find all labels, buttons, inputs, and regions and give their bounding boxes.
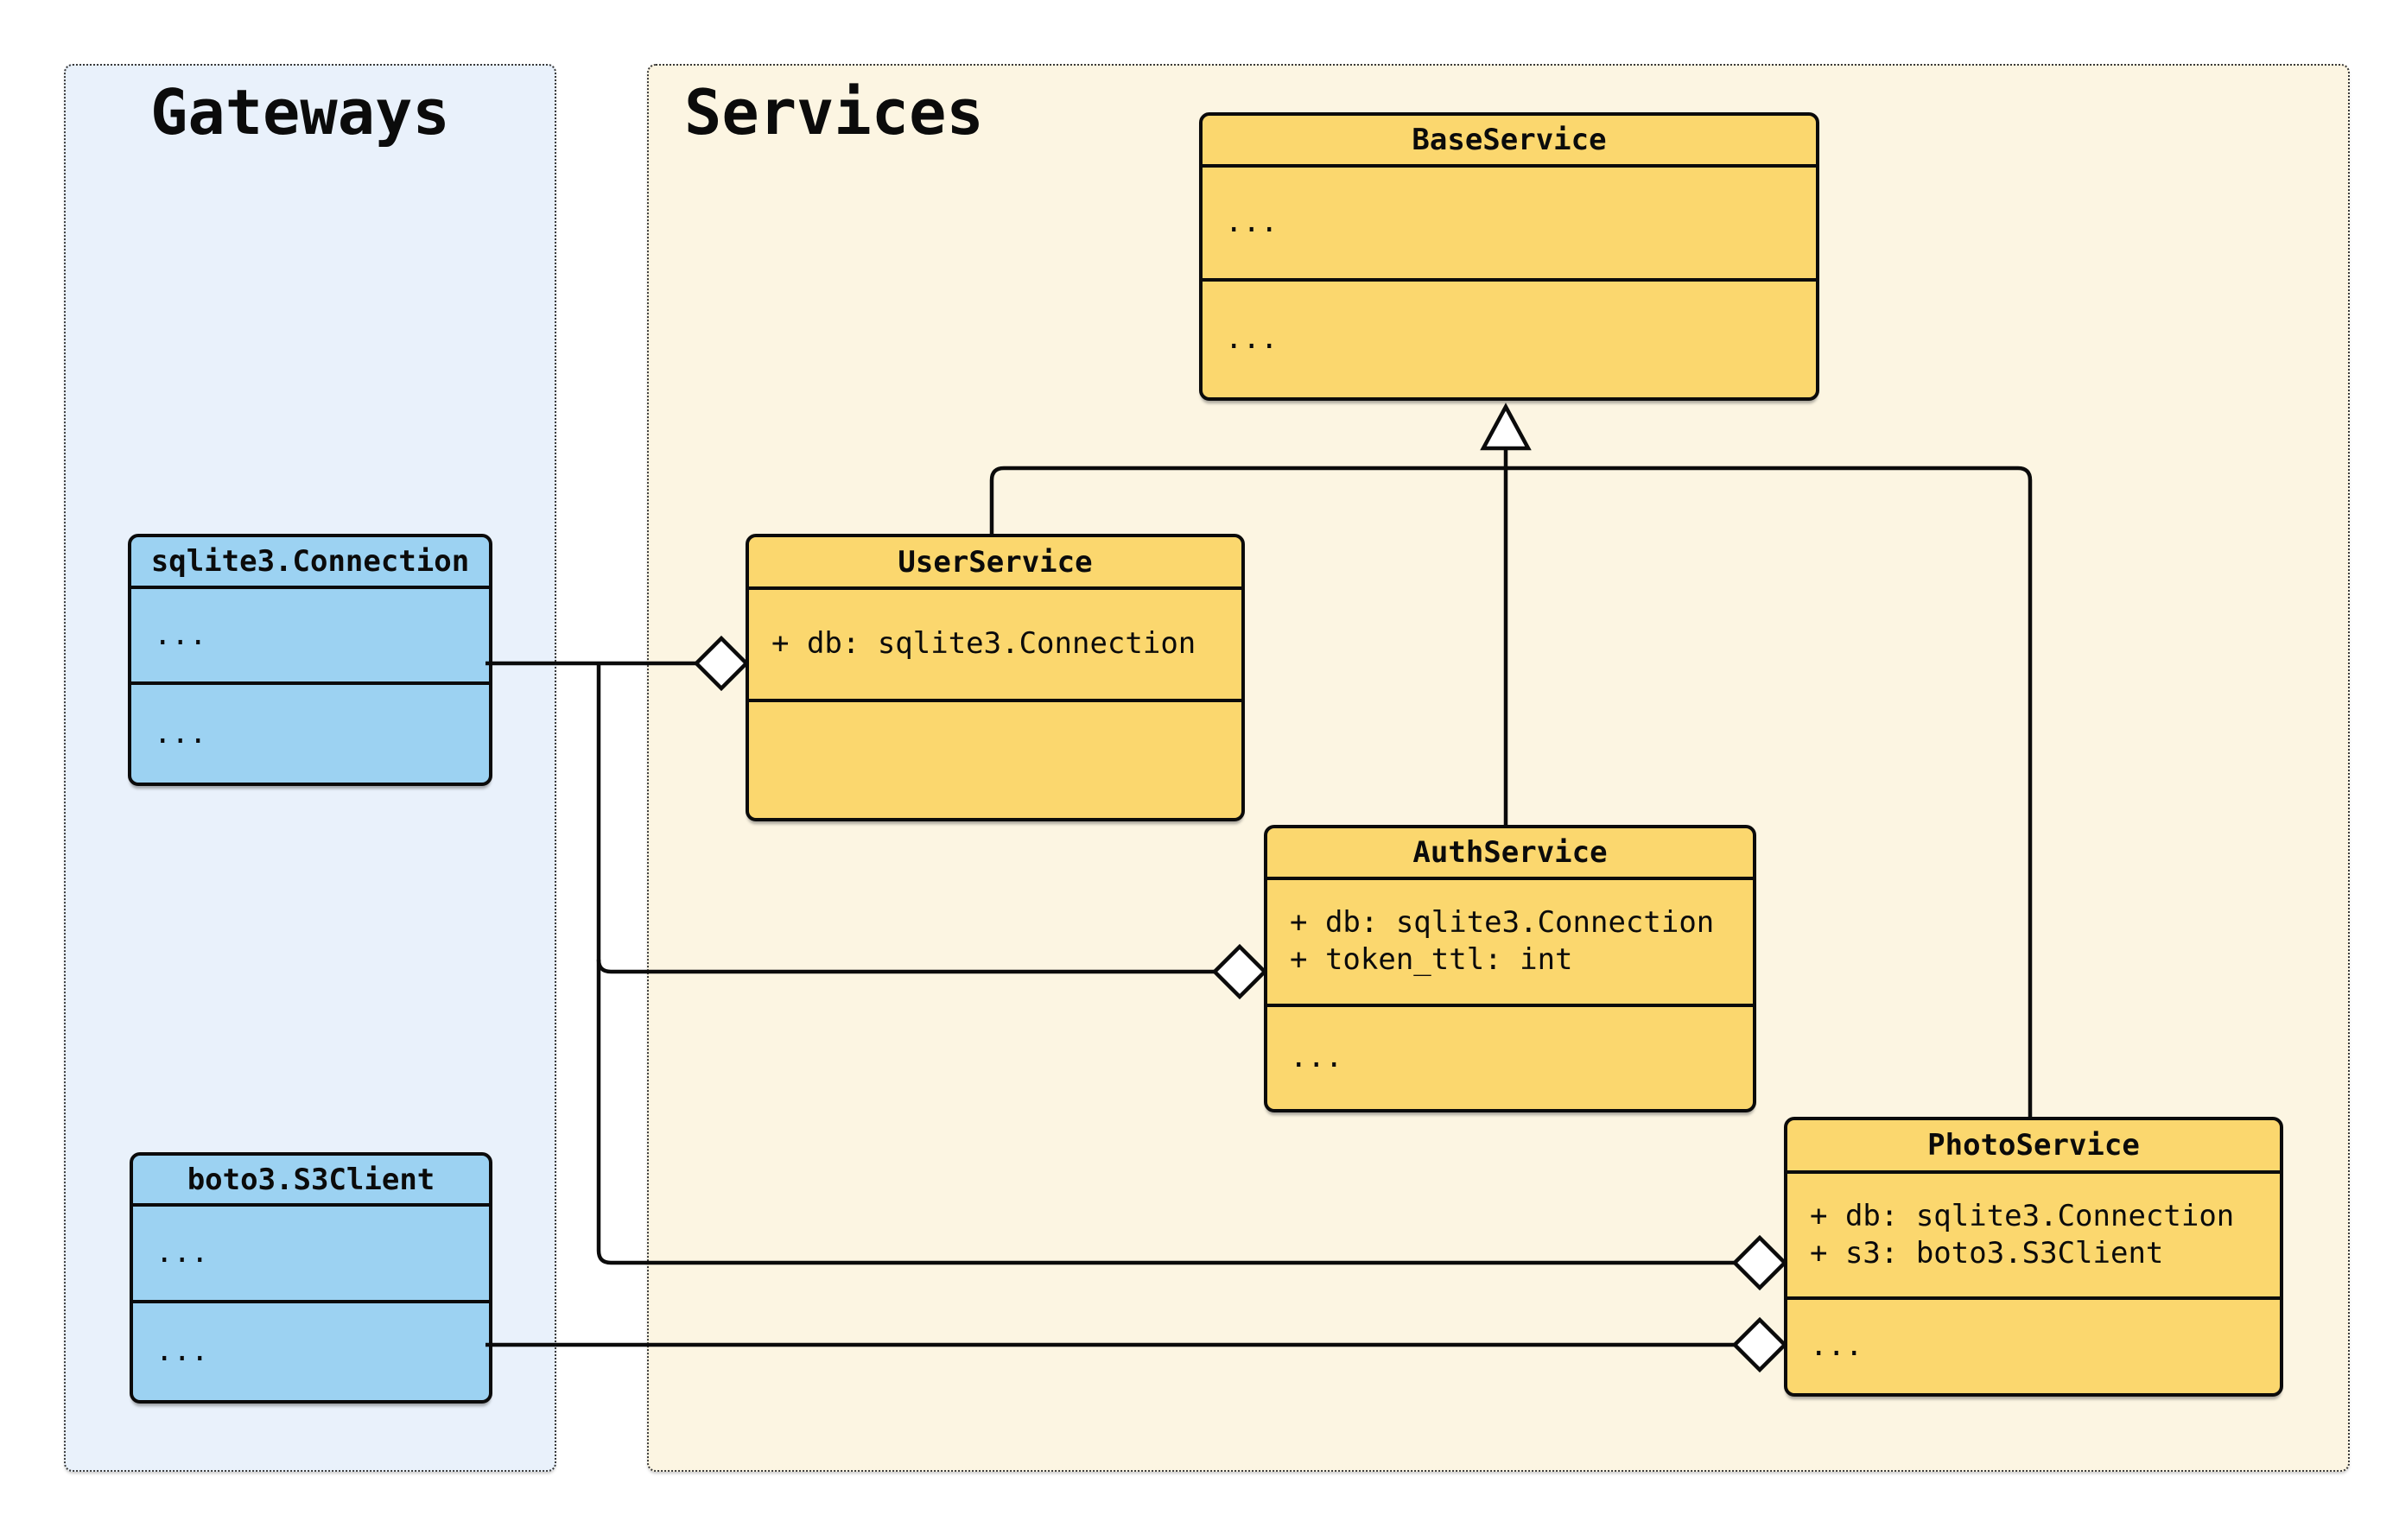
class-attribute: + db: sqlite3.Connection — [1810, 1198, 2235, 1233]
class-attribute: ... — [1225, 205, 1279, 240]
services-panel-title: Services — [684, 76, 984, 149]
class-title: UserService — [749, 537, 1241, 590]
class-methods-empty — [749, 702, 1241, 818]
class-attribute: + s3: boto3.S3Client — [1810, 1235, 2164, 1271]
class-box-authservice: AuthService + db: sqlite3.Connection + t… — [1264, 825, 1756, 1112]
class-box-userservice: UserService + db: sqlite3.Connection — [746, 534, 1245, 821]
gateways-panel-title: Gateways — [150, 76, 450, 149]
class-method: ... — [1290, 1040, 1343, 1075]
class-title: BaseService — [1203, 116, 1816, 168]
class-box-sqlite3-connection: sqlite3.Connection ... ... — [128, 534, 492, 786]
class-box-photoservice: PhotoService + db: sqlite3.Connection + … — [1784, 1117, 2283, 1397]
class-box-boto3-s3client: boto3.S3Client ... ... — [130, 1152, 492, 1404]
class-attribute: ... — [155, 1235, 209, 1271]
class-title: sqlite3.Connection — [131, 537, 489, 589]
class-title: AuthService — [1267, 828, 1753, 880]
class-attribute: + db: sqlite3.Connection — [1290, 905, 1715, 941]
class-title: boto3.S3Client — [133, 1156, 489, 1207]
class-box-baseservice: BaseService ... ... — [1199, 112, 1819, 401]
class-method: ... — [1225, 321, 1279, 357]
class-method: ... — [1810, 1328, 1863, 1364]
class-attribute: ... — [154, 617, 207, 652]
class-attribute: + db: sqlite3.Connection — [771, 626, 1196, 662]
class-attribute: + token_ttl: int — [1290, 942, 1573, 977]
class-title: PhotoService — [1787, 1120, 2280, 1174]
class-method: ... — [154, 715, 207, 751]
class-method: ... — [155, 1334, 209, 1369]
